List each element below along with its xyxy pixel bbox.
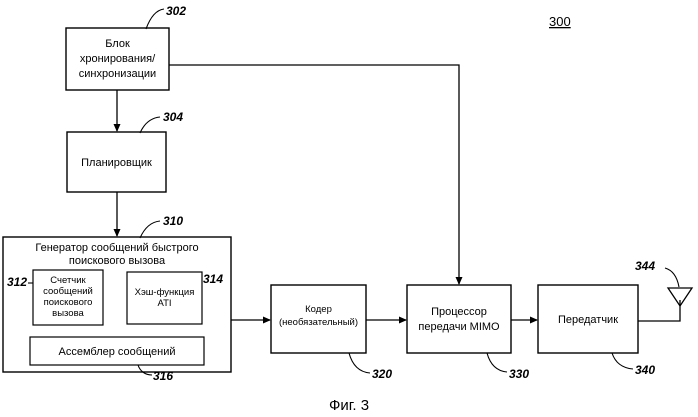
- encoder-ref-leader: [349, 353, 370, 373]
- transmitter-ref-leader: [612, 353, 633, 369]
- generator-ref-leader: [140, 221, 160, 238]
- mimo-block: [407, 285, 511, 353]
- figure-caption: Фиг. 3: [329, 397, 369, 414]
- figure-number: 300: [549, 14, 571, 29]
- antenna-ref: 344: [635, 259, 655, 273]
- mimo-block-label-2: передачи MIMO: [418, 321, 500, 333]
- timing-block-label-3: синхронизации: [79, 68, 156, 80]
- counter-block-label-2: сообщений: [43, 286, 93, 297]
- assembler-block-label: Ассемблер сообщений: [59, 346, 176, 358]
- transmitter-ref: 340: [635, 363, 655, 377]
- generator-block-label-1: Генератор сообщений быстрого: [35, 242, 198, 254]
- mimo-ref: 330: [509, 367, 529, 381]
- mimo-block-label-1: Процессор: [431, 306, 487, 318]
- mimo-ref-leader: [487, 353, 507, 372]
- counter-block-label-3: поискового: [44, 297, 93, 308]
- timing-ref-leader: [146, 9, 164, 29]
- hash-block-label-1: Хэш-функция: [135, 287, 195, 298]
- hash-ref: 314: [203, 272, 223, 286]
- counter-block-label-1: Счетчик: [50, 275, 86, 286]
- hash-block-label-2: ATI: [157, 298, 171, 309]
- scheduler-ref: 304: [163, 110, 183, 124]
- generator-ref: 310: [163, 214, 183, 228]
- timing-block-label-1: Блок: [105, 38, 130, 50]
- scheduler-ref-leader: [140, 117, 160, 133]
- encoder-block-label-1: Кодер: [305, 304, 332, 315]
- generator-block-label-2: поискового вызова: [69, 255, 166, 267]
- timing-block-label-2: хронирования/: [80, 53, 156, 65]
- scheduler-block-label: Планировщик: [81, 157, 152, 169]
- transmitter-block-label: Передатчик: [558, 314, 618, 326]
- timing-ref: 302: [166, 4, 186, 18]
- antenna-icon: [638, 288, 692, 321]
- counter-ref: 312: [7, 275, 27, 289]
- encoder-ref: 320: [372, 367, 392, 381]
- encoder-block-label-2: (необязательный): [279, 317, 358, 328]
- antenna-ref-leader: [665, 268, 679, 287]
- assembler-ref: 316: [153, 369, 173, 383]
- counter-block-label-4: вызова: [52, 308, 84, 319]
